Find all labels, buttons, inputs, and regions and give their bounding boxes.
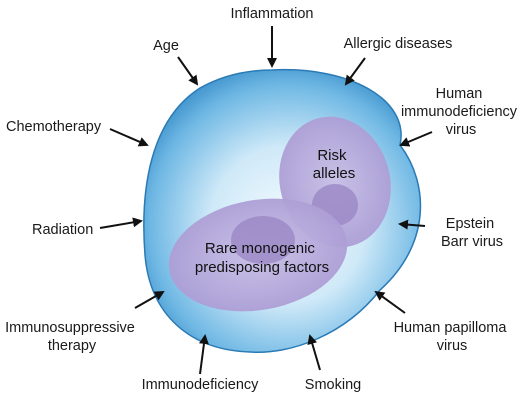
- arrow-epstein: [398, 219, 426, 230]
- label-allergic-diseases: Allergic diseases: [344, 36, 453, 52]
- arrow-hpv: [374, 290, 406, 314]
- arrow-hiv: [399, 131, 433, 147]
- label-immunodeficiency: Immunodeficiency: [142, 377, 260, 393]
- label-hiv-line-1: Human: [436, 86, 483, 102]
- arrow-immunodeficiency: [198, 334, 209, 375]
- arrow-smoking: [307, 334, 321, 371]
- risk-alleles-line-2: alleles: [313, 165, 356, 182]
- label-epstein-barr: Epstein Barr virus: [441, 216, 503, 250]
- label-age: Age: [153, 38, 179, 54]
- risk-alleles-line-1: Risk: [317, 147, 347, 164]
- risk-alleles-label: Risk alleles: [313, 147, 356, 182]
- label-hpv: Human papilloma virus: [394, 320, 511, 354]
- monogenic-nucleus: [231, 216, 295, 264]
- label-hiv-line-3: virus: [446, 122, 477, 138]
- label-immunosuppressive-line-2: therapy: [48, 338, 97, 354]
- label-chemotherapy: Chemotherapy: [6, 119, 102, 135]
- label-immunosuppressive-line-1: Immunosuppressive: [5, 320, 135, 336]
- label-radiation: Radiation: [32, 222, 93, 238]
- arrow-immunosuppressive: [134, 291, 165, 309]
- label-hpv-line-1: Human papilloma: [394, 320, 508, 336]
- label-epstein-line-1: Epstein: [446, 216, 494, 232]
- arrow-age: [177, 56, 199, 86]
- label-smoking: Smoking: [305, 377, 361, 393]
- label-hiv-line-2: immunodeficiency: [401, 104, 518, 120]
- label-hiv: Human immunodeficiency virus: [401, 86, 520, 138]
- label-immunosuppressive: Immunosuppressive therapy: [5, 320, 139, 354]
- arrow-chemotherapy: [109, 128, 149, 147]
- label-hpv-line-2: virus: [437, 338, 468, 354]
- arrow-allergic: [344, 57, 366, 86]
- monogenic-label: Rare monogenic predisposing factors: [195, 240, 329, 276]
- arrow-radiation: [99, 217, 143, 229]
- monogenic-line-1: Rare monogenic: [205, 240, 316, 257]
- monogenic-line-2: predisposing factors: [195, 259, 329, 276]
- label-epstein-line-2: Barr virus: [441, 234, 503, 250]
- label-inflammation: Inflammation: [230, 6, 313, 22]
